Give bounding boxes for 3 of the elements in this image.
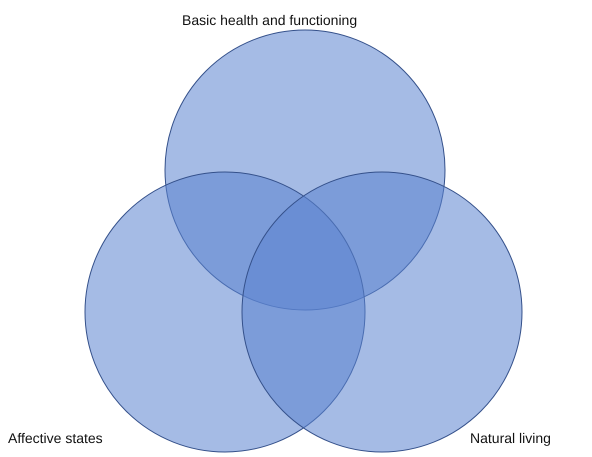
set-label: Natural living (470, 430, 551, 446)
set-label: Basic health and functioning (182, 12, 358, 28)
set-label: Affective states (8, 430, 103, 446)
